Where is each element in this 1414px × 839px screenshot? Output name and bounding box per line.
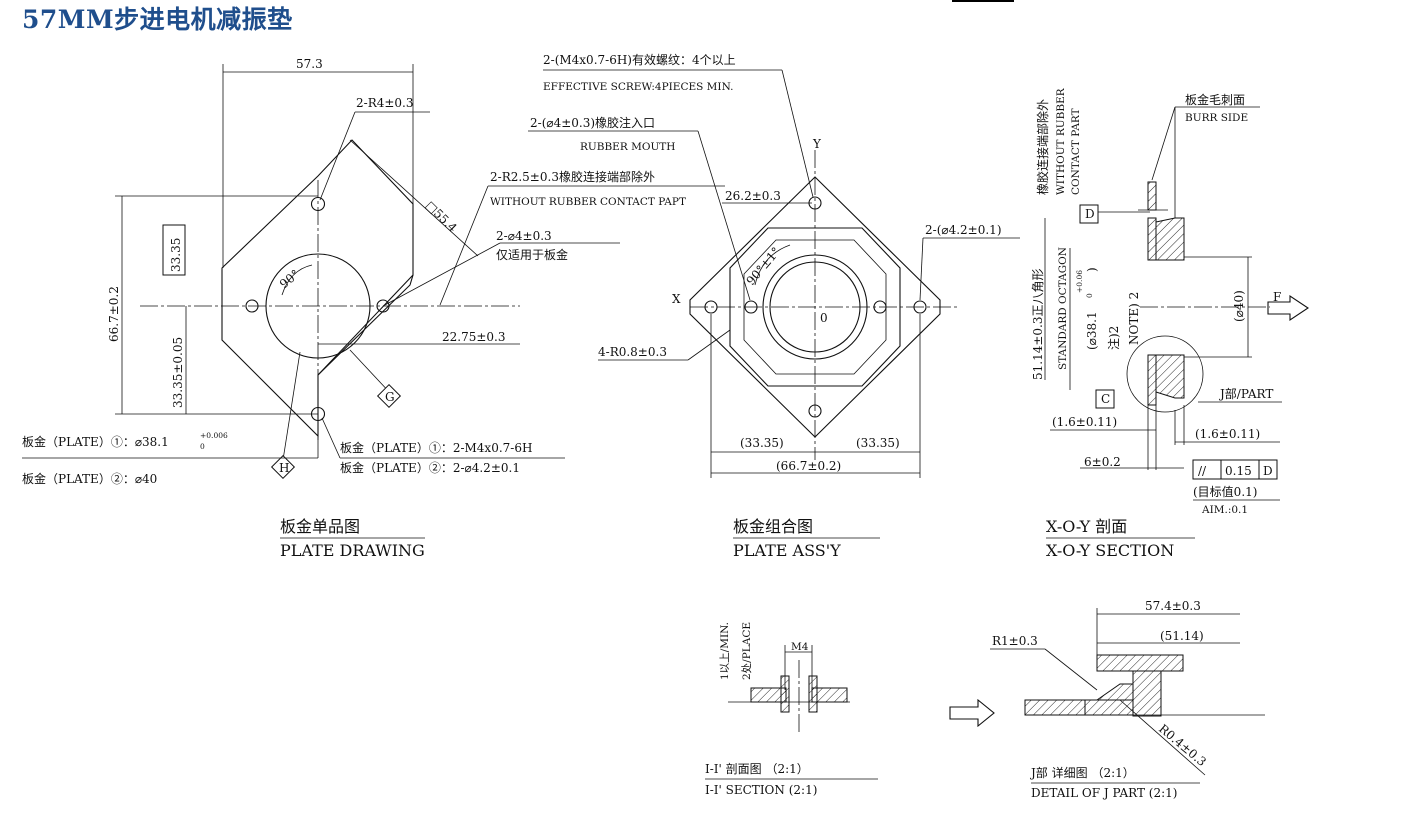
- plate-drawing: 57.3 2-R4±0.3 □55.4 66.7±0.2 33.35 33.35…: [22, 57, 620, 560]
- dia-38-1-end: ): [1085, 267, 1099, 272]
- min-label: 1以上/MIN.: [719, 622, 731, 680]
- dia-tol-upper: +0.06: [1075, 270, 1084, 293]
- r25-note-en: WITHOUT RUBBER CONTACT PAPT: [490, 196, 686, 208]
- screw-note-en: EFFECTIVE SCREW:4PIECES MIN.: [543, 81, 733, 93]
- dim-4-2: 2-(⌀4.2±0.1): [925, 223, 1002, 237]
- caption-assembly-cn: 板金组合图: [733, 517, 813, 536]
- dia-38-1: (⌀38.1: [1085, 311, 1099, 350]
- assembly-octagon: [729, 227, 901, 387]
- caption-section-cn: X-O-Y 剖面: [1046, 517, 1127, 536]
- hole-note: 仅适用于板金: [496, 247, 568, 262]
- detail-j: 57.4±0.3 (51.14) R1±0.3 R0.4±0.3 J部 详细图 …: [990, 599, 1265, 800]
- without-note-en1: WITHOUT RUBBER: [1055, 87, 1067, 195]
- flatness-ref: D: [1263, 464, 1273, 478]
- note-2-en: NOTE) 2: [1127, 292, 1141, 345]
- plate1-left-note: 板金（PLATE）①：⌀38.1: [22, 434, 169, 449]
- dim-height-66-7: 66.7±0.2: [107, 286, 121, 342]
- octagon-note-en: STANDARD OCTAGON: [1057, 247, 1069, 370]
- caption-plate-cn: 板金单品图: [280, 517, 360, 536]
- dim-left-33-35: (33.35): [740, 436, 784, 450]
- caption-section-en: X-O-Y SECTION: [1046, 541, 1174, 560]
- section-ii: 1以上/MIN. 2处/PLACE M4 I-I' 剖面图 （2:1） I-I'…: [705, 622, 878, 797]
- screw-note-cn: 2-(M4x0.7-6H)有效螺纹：4个以上: [543, 52, 736, 67]
- caption-assembly-en: PLATE ASS'Y: [733, 541, 841, 560]
- dim-r4: 2-R4±0.3: [356, 96, 414, 110]
- plate1-right-note: 板金（PLATE）①：2-M4x0.7-6H: [340, 440, 532, 455]
- dim-r0-8: 4-R0.8±0.3: [598, 345, 667, 359]
- caption-j-cn: J部 详细图 （2:1）: [1029, 765, 1135, 780]
- plate2-right-note: 板金（PLATE）②：2-⌀4.2±0.1: [340, 460, 520, 475]
- dim-width-57-3: 57.3: [296, 57, 323, 71]
- caption-ii-cn: I-I' 剖面图 （2:1）: [705, 762, 809, 776]
- arrow-to-detail: [949, 698, 995, 728]
- burr-note-cn: 板金毛刺面: [1185, 92, 1245, 107]
- dia-40: (⌀40): [1232, 290, 1246, 322]
- label-c: C: [1101, 392, 1110, 406]
- dim-57-4: 57.4±0.3: [1145, 599, 1201, 613]
- dim-r1: R1±0.3: [992, 634, 1038, 648]
- caption-plate-en: PLATE DRAWING: [280, 541, 425, 560]
- m4-label: M4: [791, 641, 809, 653]
- dim-26-2: 26.2±0.3: [725, 189, 781, 203]
- page-title: 57MM步进电机减振垫: [22, 5, 293, 34]
- r25-note-cn: 2-R2.5±0.3橡胶连接端部除外: [490, 169, 655, 184]
- caption-j-en: DETAIL OF J PART (2:1): [1031, 786, 1177, 800]
- caption-ii-en: I-I' SECTION (2:1): [705, 783, 817, 797]
- force-f: F: [1273, 290, 1281, 304]
- axis-x: X: [672, 292, 681, 306]
- tol-upper: +0.006: [200, 431, 228, 440]
- dim-22-75: 22.75±0.3: [442, 330, 506, 344]
- dim-1-6-left: (1.6±0.11): [1052, 415, 1117, 429]
- place-label: 2处/PLACE: [741, 622, 753, 680]
- burr-note-en: BURR SIDE: [1185, 112, 1248, 124]
- plate-assembly: X Y 0 2-(M4x0.7-6H)有效螺纹：4个以上 EFFECTIVE S…: [439, 52, 1020, 560]
- plate2-left-note: 板金（PLATE）②：⌀40: [22, 471, 157, 486]
- flatness-value: 0.15: [1225, 464, 1252, 478]
- flatness-symbol: //: [1198, 464, 1207, 478]
- title-bar-divider: [952, 0, 1014, 2]
- plate-outline: [221, 139, 414, 438]
- dim-r0-4: R0.4±0.3: [1156, 722, 1209, 770]
- dim-square-55-4: □55.4: [423, 198, 460, 235]
- axis-y: Y: [812, 137, 822, 151]
- dim-total-66-7: (66.7±0.2): [776, 459, 841, 473]
- xoy-section: 橡胶连接端部除外 WITHOUT RUBBER CONTACT PART 板金毛…: [1031, 87, 1309, 560]
- aim-note-cn: (目标值0.1): [1193, 484, 1257, 499]
- label-g: G: [385, 390, 395, 404]
- dia-tol-lower: 0: [1085, 293, 1094, 298]
- label-h: H: [279, 461, 289, 475]
- dim-right-33-35: (33.35): [856, 436, 900, 450]
- origin-0: 0: [820, 311, 828, 325]
- octagon-note-cn: 51.14±0.3正八角形: [1031, 269, 1045, 381]
- tol-lower: 0: [200, 442, 205, 451]
- rubber-note-en: RUBBER MOUTH: [580, 141, 675, 153]
- without-note-cn: 橡胶连接端部除外: [1035, 99, 1050, 195]
- dim-hole-4: 2-⌀4±0.3: [496, 229, 552, 243]
- label-d: D: [1085, 207, 1095, 221]
- without-note-en2: CONTACT PART: [1070, 108, 1082, 195]
- angle-90-1: 90°±1°: [744, 244, 784, 287]
- dim-51-14: (51.14): [1160, 629, 1204, 643]
- j-part-label: J部/PART: [1218, 386, 1273, 401]
- note-2-cn: 注)2: [1106, 326, 1121, 350]
- dim-6: 6±0.2: [1084, 455, 1121, 469]
- rubber-note-cn: 2-(⌀4±0.3)橡胶注入口: [530, 115, 655, 130]
- dim-half-33-35: 33.35±0.05: [171, 337, 185, 408]
- aim-note-en: AIM.:0.1: [1201, 504, 1248, 516]
- dim-1-6-right: (1.6±0.11): [1195, 427, 1260, 441]
- dim-ref-33-35: 33.35: [169, 238, 183, 272]
